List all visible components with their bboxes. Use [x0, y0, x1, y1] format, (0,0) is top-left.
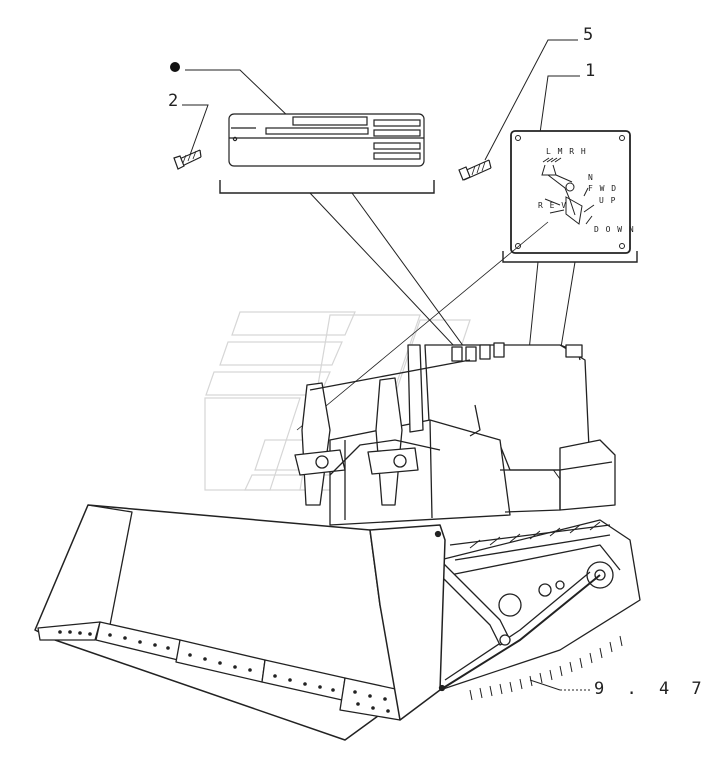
- bullet-leader: [185, 69, 293, 121]
- decal-fwd-label: F W D: [588, 184, 617, 193]
- callout-5-leader: [484, 39, 578, 161]
- label-plate-decal: [228, 113, 425, 167]
- decal-up-label: U P: [599, 196, 616, 205]
- callout-5-label: 5: [583, 25, 593, 45]
- decal-n-label: N: [588, 173, 594, 182]
- decal-top-label: L M R H: [546, 147, 587, 156]
- label-plate-bracket: [219, 180, 435, 194]
- control-decal-bracket: [502, 251, 638, 263]
- callout-2-leader: [182, 104, 209, 156]
- decal-rev-label: R E V: [538, 201, 567, 210]
- decal-down-label: D O W N: [594, 225, 635, 234]
- bolt-part-2: [173, 149, 202, 170]
- callout-2-label: 2: [168, 91, 178, 111]
- rev-pointer-line: [296, 221, 549, 431]
- figure-code-leader: [529, 679, 561, 691]
- bullet-marker: [170, 62, 180, 72]
- callout-1-leader: [539, 75, 580, 134]
- control-decal: L M R H N F W D U P R E V D O W N: [510, 130, 635, 254]
- bolt-part-5: [458, 159, 492, 181]
- bulldozer-illustration: [34, 342, 641, 741]
- callout-1-label: 1: [585, 61, 595, 81]
- figure-code: 9 . 4 7 2: [594, 679, 717, 699]
